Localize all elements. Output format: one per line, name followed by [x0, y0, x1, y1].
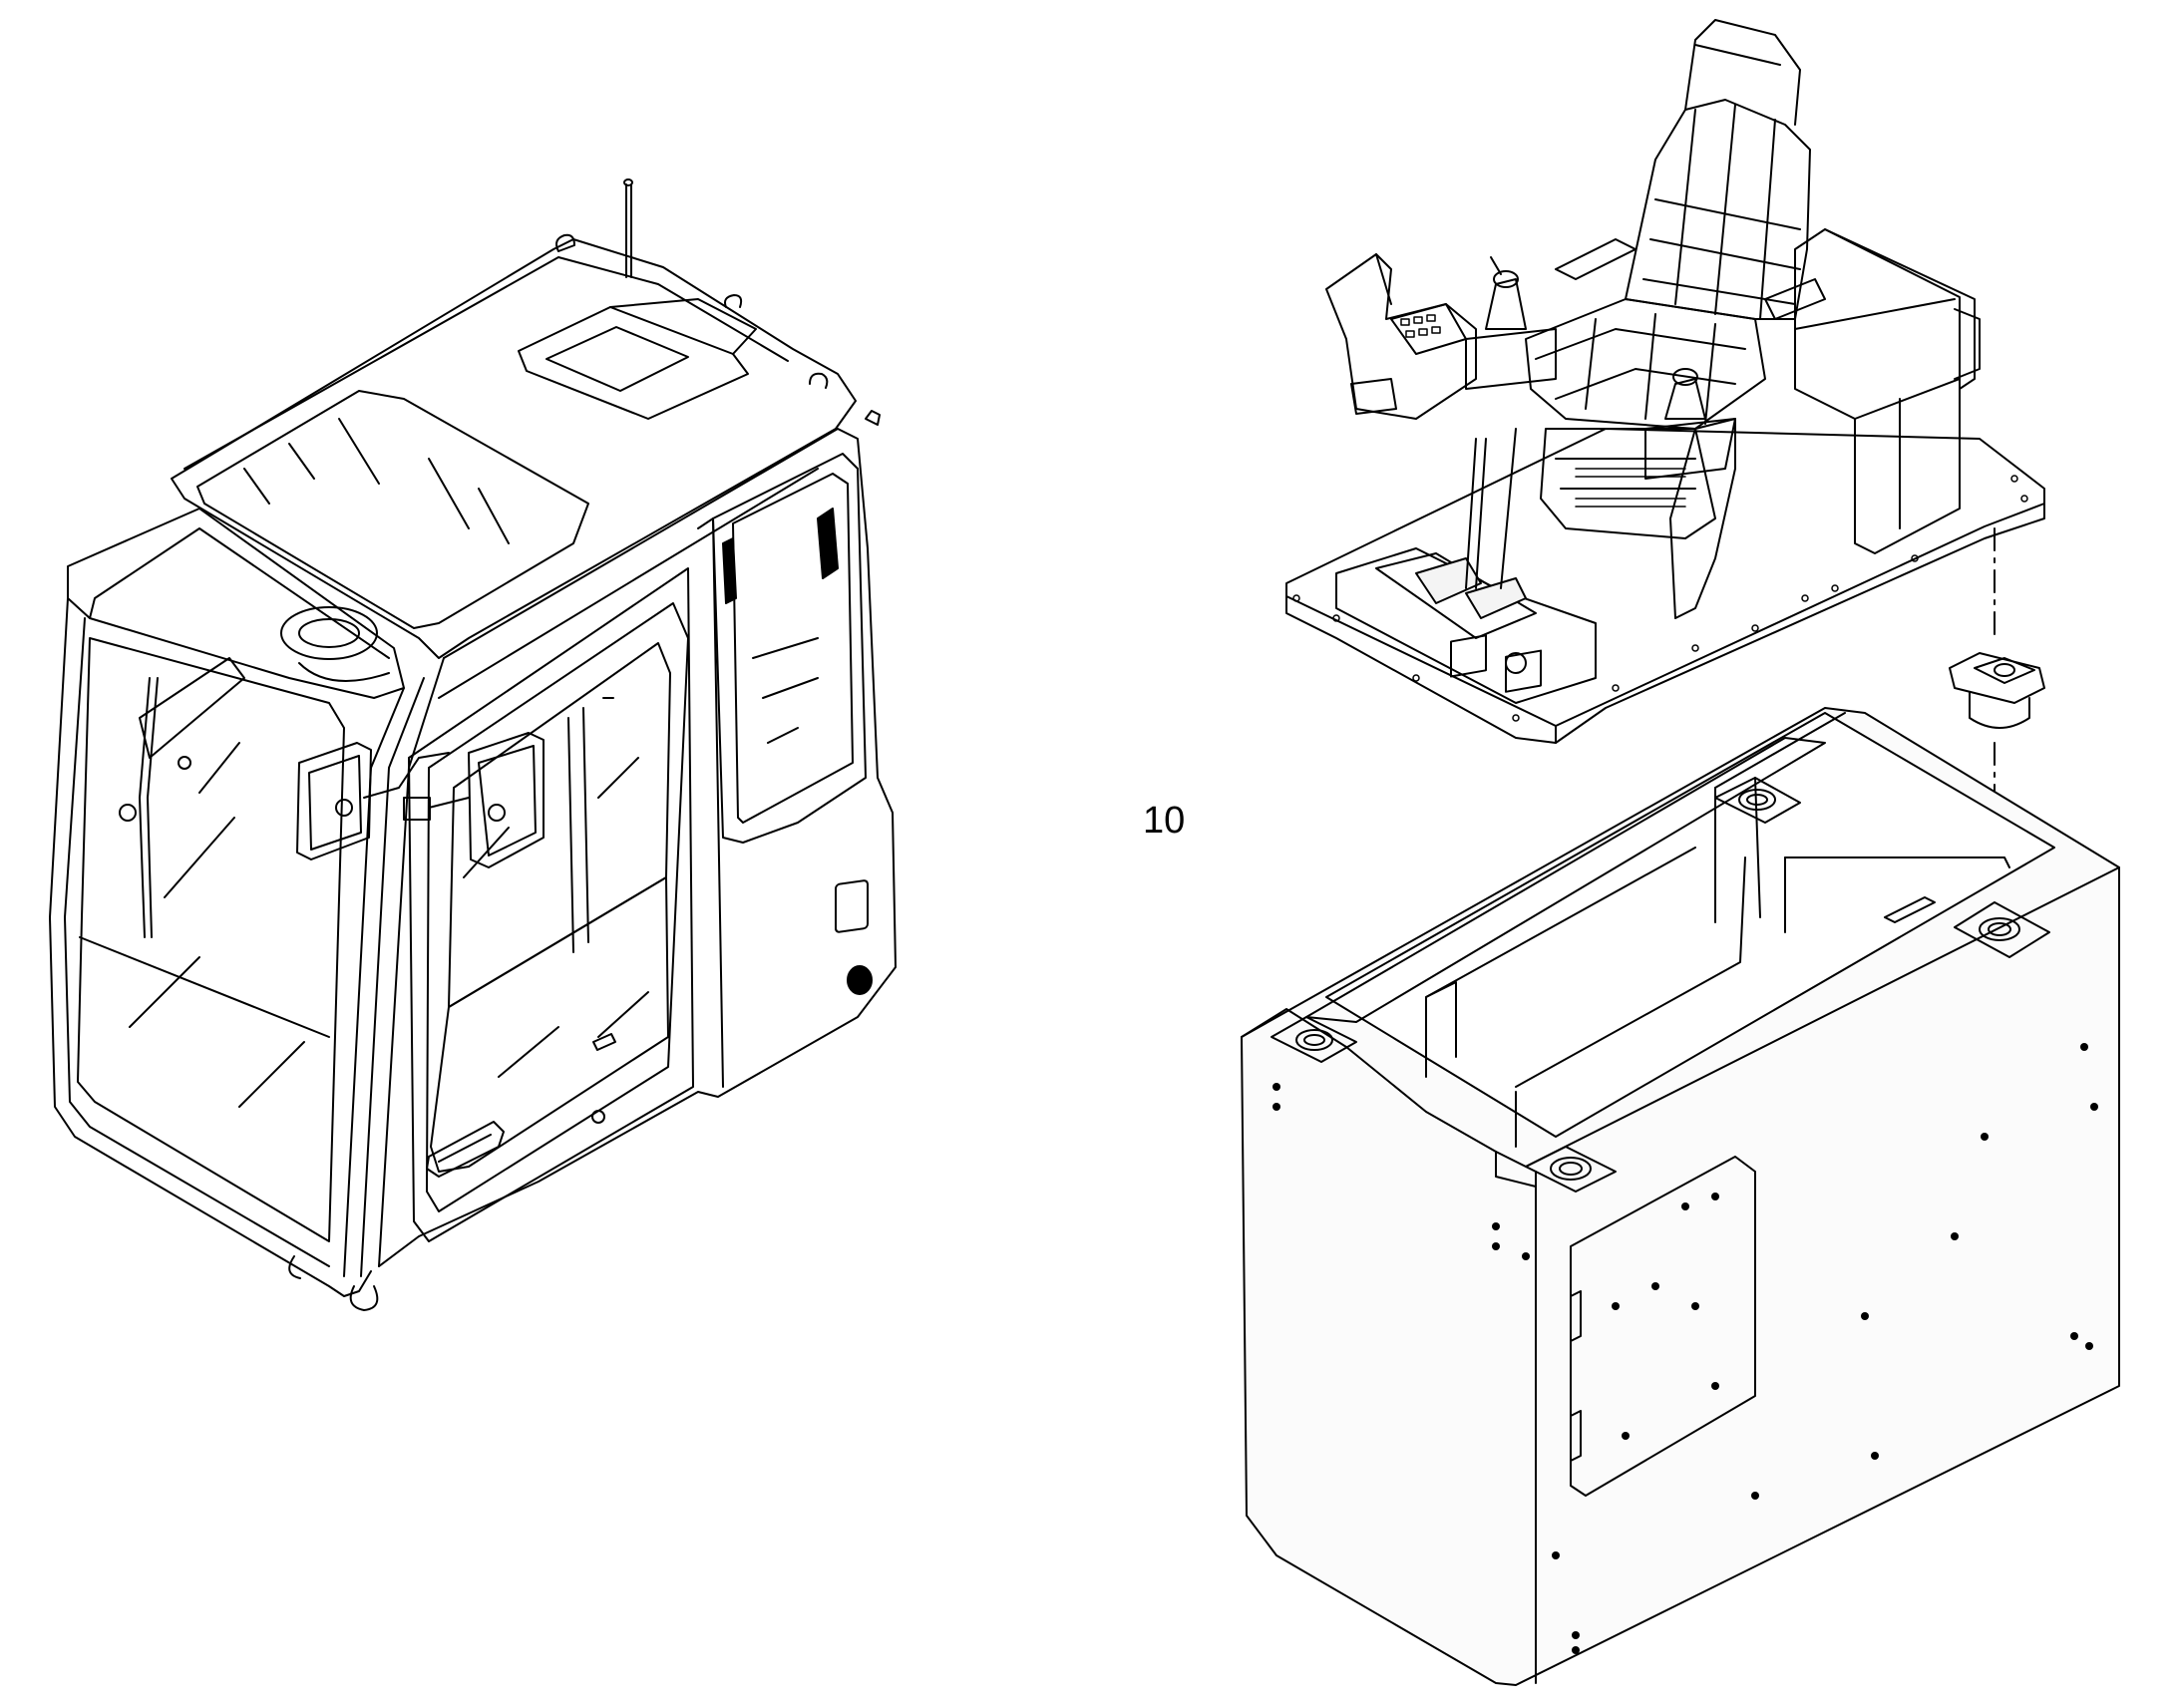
side-mirror-left	[296, 742, 450, 860]
door-handle	[426, 1121, 505, 1178]
operator-cab	[49, 178, 897, 1311]
mount-pad-rear-left	[1714, 777, 1801, 824]
joystick-left	[1465, 256, 1557, 390]
front-pillar	[49, 597, 372, 1297]
rear-electrical-box	[1794, 228, 1976, 554]
side-mirror-right	[403, 732, 545, 868]
access-panel	[1570, 1156, 1756, 1497]
door-window	[448, 642, 671, 1008]
front-windshield	[77, 637, 345, 1242]
cab-mount-damper	[1949, 527, 2045, 878]
joystick-right	[1644, 368, 1736, 480]
roof-hatch	[518, 306, 749, 420]
cab-roof	[171, 238, 857, 659]
left-control-console	[1325, 253, 1477, 420]
rear-latch	[835, 879, 869, 933]
cab-door	[408, 567, 694, 1242]
callout-label-10: 10	[1143, 800, 1186, 842]
cross-beam	[1305, 737, 1826, 1023]
mount-pad-front-right	[1525, 1146, 1617, 1193]
cab-side-panel	[378, 428, 897, 1267]
right-control-console	[1669, 418, 1736, 619]
sun-visor	[67, 508, 405, 699]
work-light	[280, 606, 390, 682]
antenna	[623, 178, 633, 278]
seat-assembly	[1285, 19, 2045, 744]
floor-plate	[1285, 428, 2045, 744]
cab-base-frame	[1241, 707, 2120, 1686]
mount-pad-rear-right	[1954, 901, 2050, 958]
roof-window	[196, 390, 589, 629]
wiper-arm	[119, 657, 245, 938]
seat-suspension	[1540, 428, 1716, 539]
mount-pad-front-left	[1271, 1016, 1357, 1063]
side-window-rear	[712, 453, 867, 844]
